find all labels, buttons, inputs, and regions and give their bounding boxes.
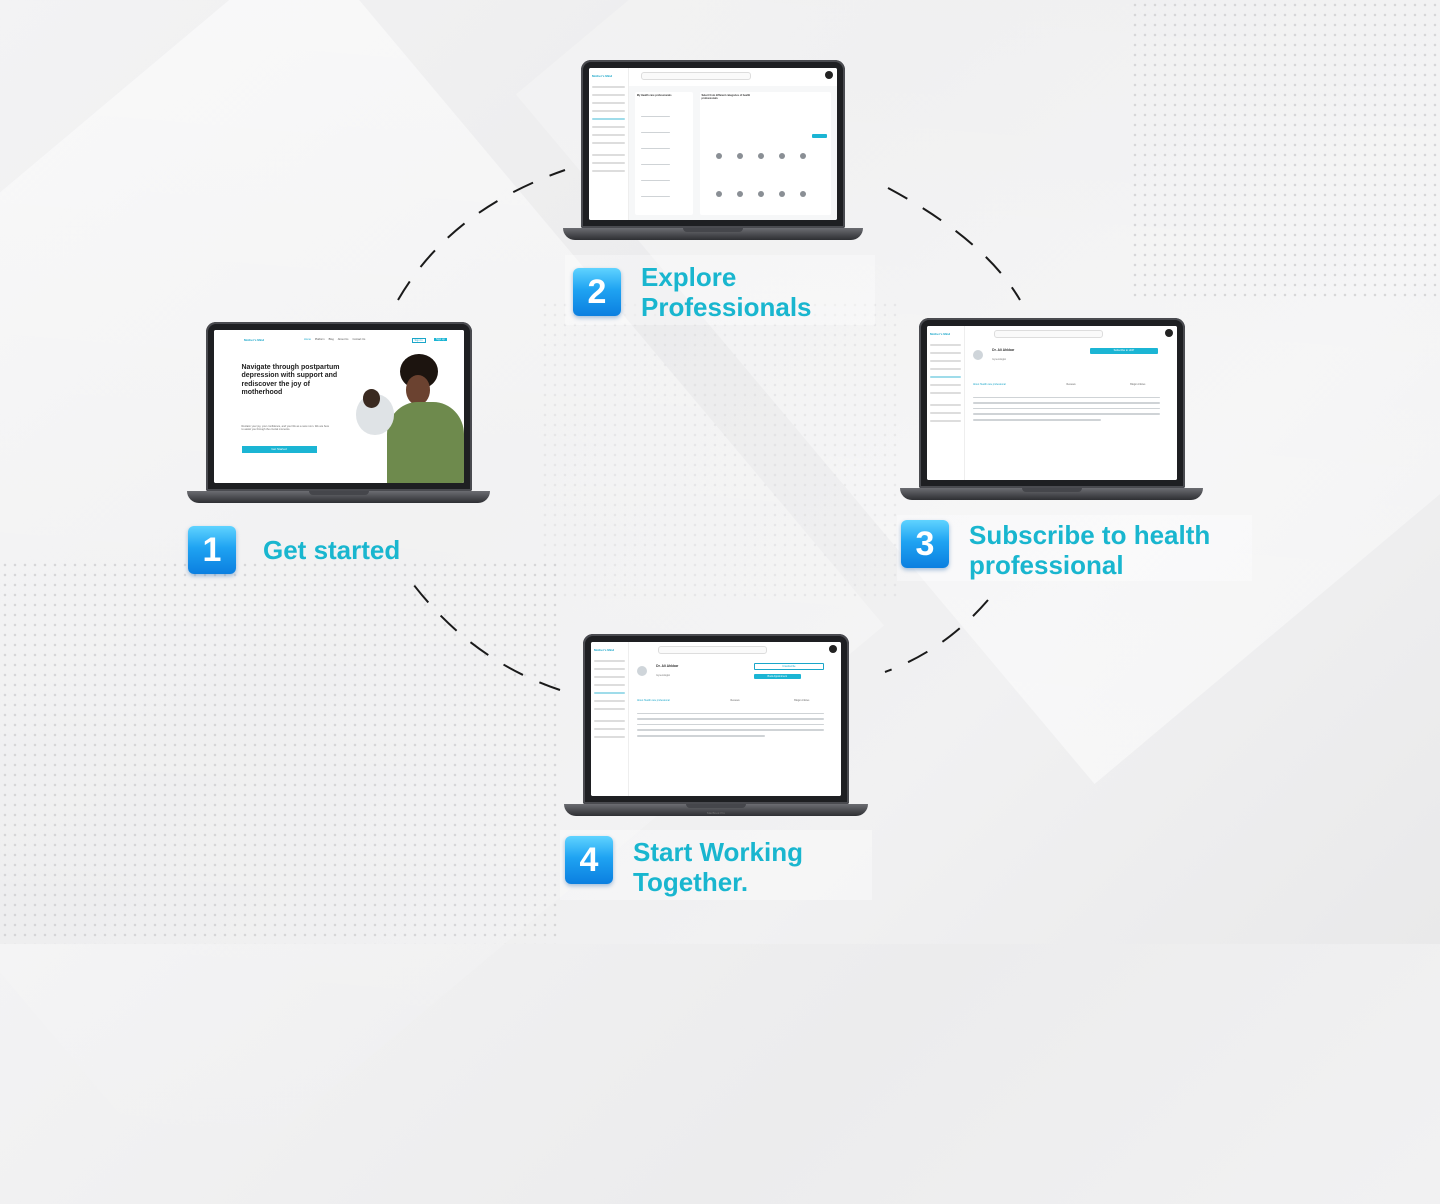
book-appointment-button[interactable]: Book Appointment <box>753 674 801 680</box>
about-tab[interactable]: About Health care professional <box>973 382 1006 386</box>
about-tab[interactable]: About Health care professional <box>637 698 670 702</box>
hero-title: Navigate through postpartum depression w… <box>241 363 340 397</box>
step-2-title-line1: Explore <box>641 262 737 292</box>
user-avatar[interactable] <box>825 71 833 79</box>
landing-logo: Mother's Mind <box>244 337 265 342</box>
screen-profile-working: Mother's Mind Dr. Ali Ahkbar Gynecologis… <box>591 642 841 796</box>
step-4-title-line1: Start Working <box>633 837 803 867</box>
search-input[interactable] <box>658 646 767 654</box>
step-2-badge: 2 <box>573 268 621 316</box>
hero-body: Reclaim your joy, your confidence, and y… <box>241 424 330 431</box>
step-1-badge: 1 <box>188 526 236 574</box>
category-title: Select from different categories of heal… <box>701 93 751 100</box>
step-3-badge: 3 <box>901 520 949 568</box>
background-dot-pattern-left <box>0 560 560 944</box>
background-dot-pattern-right <box>1130 0 1440 300</box>
step-2-title: Explore Professionals <box>641 262 812 322</box>
reviews-tab[interactable]: Reviews <box>730 698 740 702</box>
app-logo: Mother's Mind <box>930 332 951 336</box>
doctor-name: Dr. Ali Ahkbar <box>992 348 1015 353</box>
search-input[interactable] <box>641 72 752 80</box>
hcp-list-title: My Health care professionals <box>636 93 672 97</box>
search-input[interactable] <box>994 330 1103 338</box>
step-3-title-line1: Subscribe to health <box>969 520 1211 550</box>
user-avatar[interactable] <box>1165 329 1173 337</box>
step-1-title: Get started <box>263 535 401 565</box>
signin-button[interactable]: Sign In <box>411 337 426 343</box>
screen-explore: Mother's Mind My Health care professiona… <box>589 68 837 220</box>
reviews-tab[interactable]: Reviews <box>1066 382 1076 386</box>
app-logo: Mother's Mind <box>592 74 613 78</box>
nav-blog[interactable]: Blog <box>328 337 334 341</box>
nav-contact[interactable]: Contact Us <box>352 337 366 341</box>
laptop-start-working: Mother's Mind Dr. Ali Ahkbar Gynecologis… <box>564 634 868 819</box>
hero-mother-baby-image <box>354 348 464 483</box>
nav-home[interactable]: Home <box>304 337 311 341</box>
subscribe-hcp-button[interactable]: Subscribe to HCP <box>1089 348 1158 355</box>
signup-button[interactable]: Sign up <box>434 337 447 341</box>
screen-profile-subscribe: Mother's Mind Dr. Ali Ahkbar Gynecologis… <box>927 326 1177 480</box>
step-3-title: Subscribe to health professional <box>969 520 1210 580</box>
blogs-tab[interactable]: Blogs/ Articles <box>794 698 810 702</box>
macbook-label: MacBook Pro <box>706 811 725 815</box>
doctor-specialty: Gynecologist <box>992 358 1006 362</box>
laptop-explore-professionals: Mother's Mind My Health care professiona… <box>563 60 863 245</box>
user-avatar[interactable] <box>829 645 837 653</box>
app-logo: Mother's Mind <box>594 648 615 652</box>
step-2-title-line2: Professionals <box>641 292 812 322</box>
step-4-title: Start Working Together. <box>633 837 803 897</box>
step-3-title-line2: professional <box>969 550 1124 580</box>
nav-about[interactable]: About Us <box>337 337 349 341</box>
dashed-connector-path <box>397 169 1021 691</box>
doctor-specialty: Gynecologist <box>656 674 670 678</box>
unsubscribe-button[interactable]: Unsubscribe <box>753 662 824 670</box>
laptop-subscribe-professional: Mother's Mind Dr. Ali Ahkbar Gynecologis… <box>900 318 1203 503</box>
step-4-title-line2: Together. <box>633 867 749 897</box>
landing-nav: Home Platform Blog About Us Contact Us <box>304 338 365 341</box>
background-dot-pattern-mid <box>540 300 900 600</box>
label-panel-3 <box>897 515 1252 581</box>
blogs-tab[interactable]: Blogs/ Articles <box>1130 382 1146 386</box>
doctor-name: Dr. Ali Ahkbar <box>656 664 679 669</box>
step-4-badge: 4 <box>565 836 613 884</box>
laptop-get-started: Mother's Mind Home Platform Blog About U… <box>187 322 490 507</box>
screen-landing: Mother's Mind Home Platform Blog About U… <box>214 330 464 483</box>
nav-platform[interactable]: Platform <box>314 337 325 341</box>
get-started-button[interactable]: Get Started <box>241 446 317 454</box>
